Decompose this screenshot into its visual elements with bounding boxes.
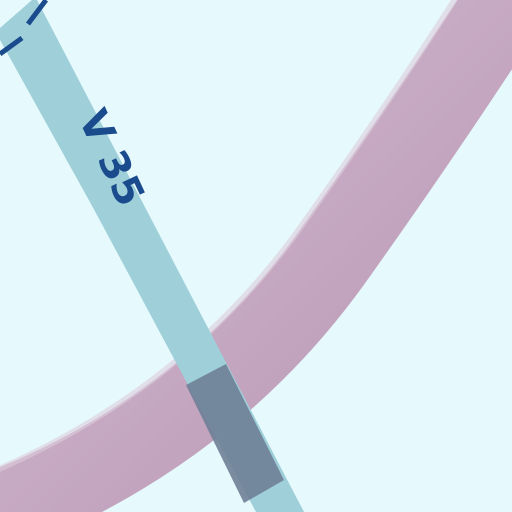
- airway-band-overlap: [186, 364, 284, 503]
- airspace-boundary-edge: [0, 0, 459, 472]
- fix-tick-icon: [0, 0, 48, 57]
